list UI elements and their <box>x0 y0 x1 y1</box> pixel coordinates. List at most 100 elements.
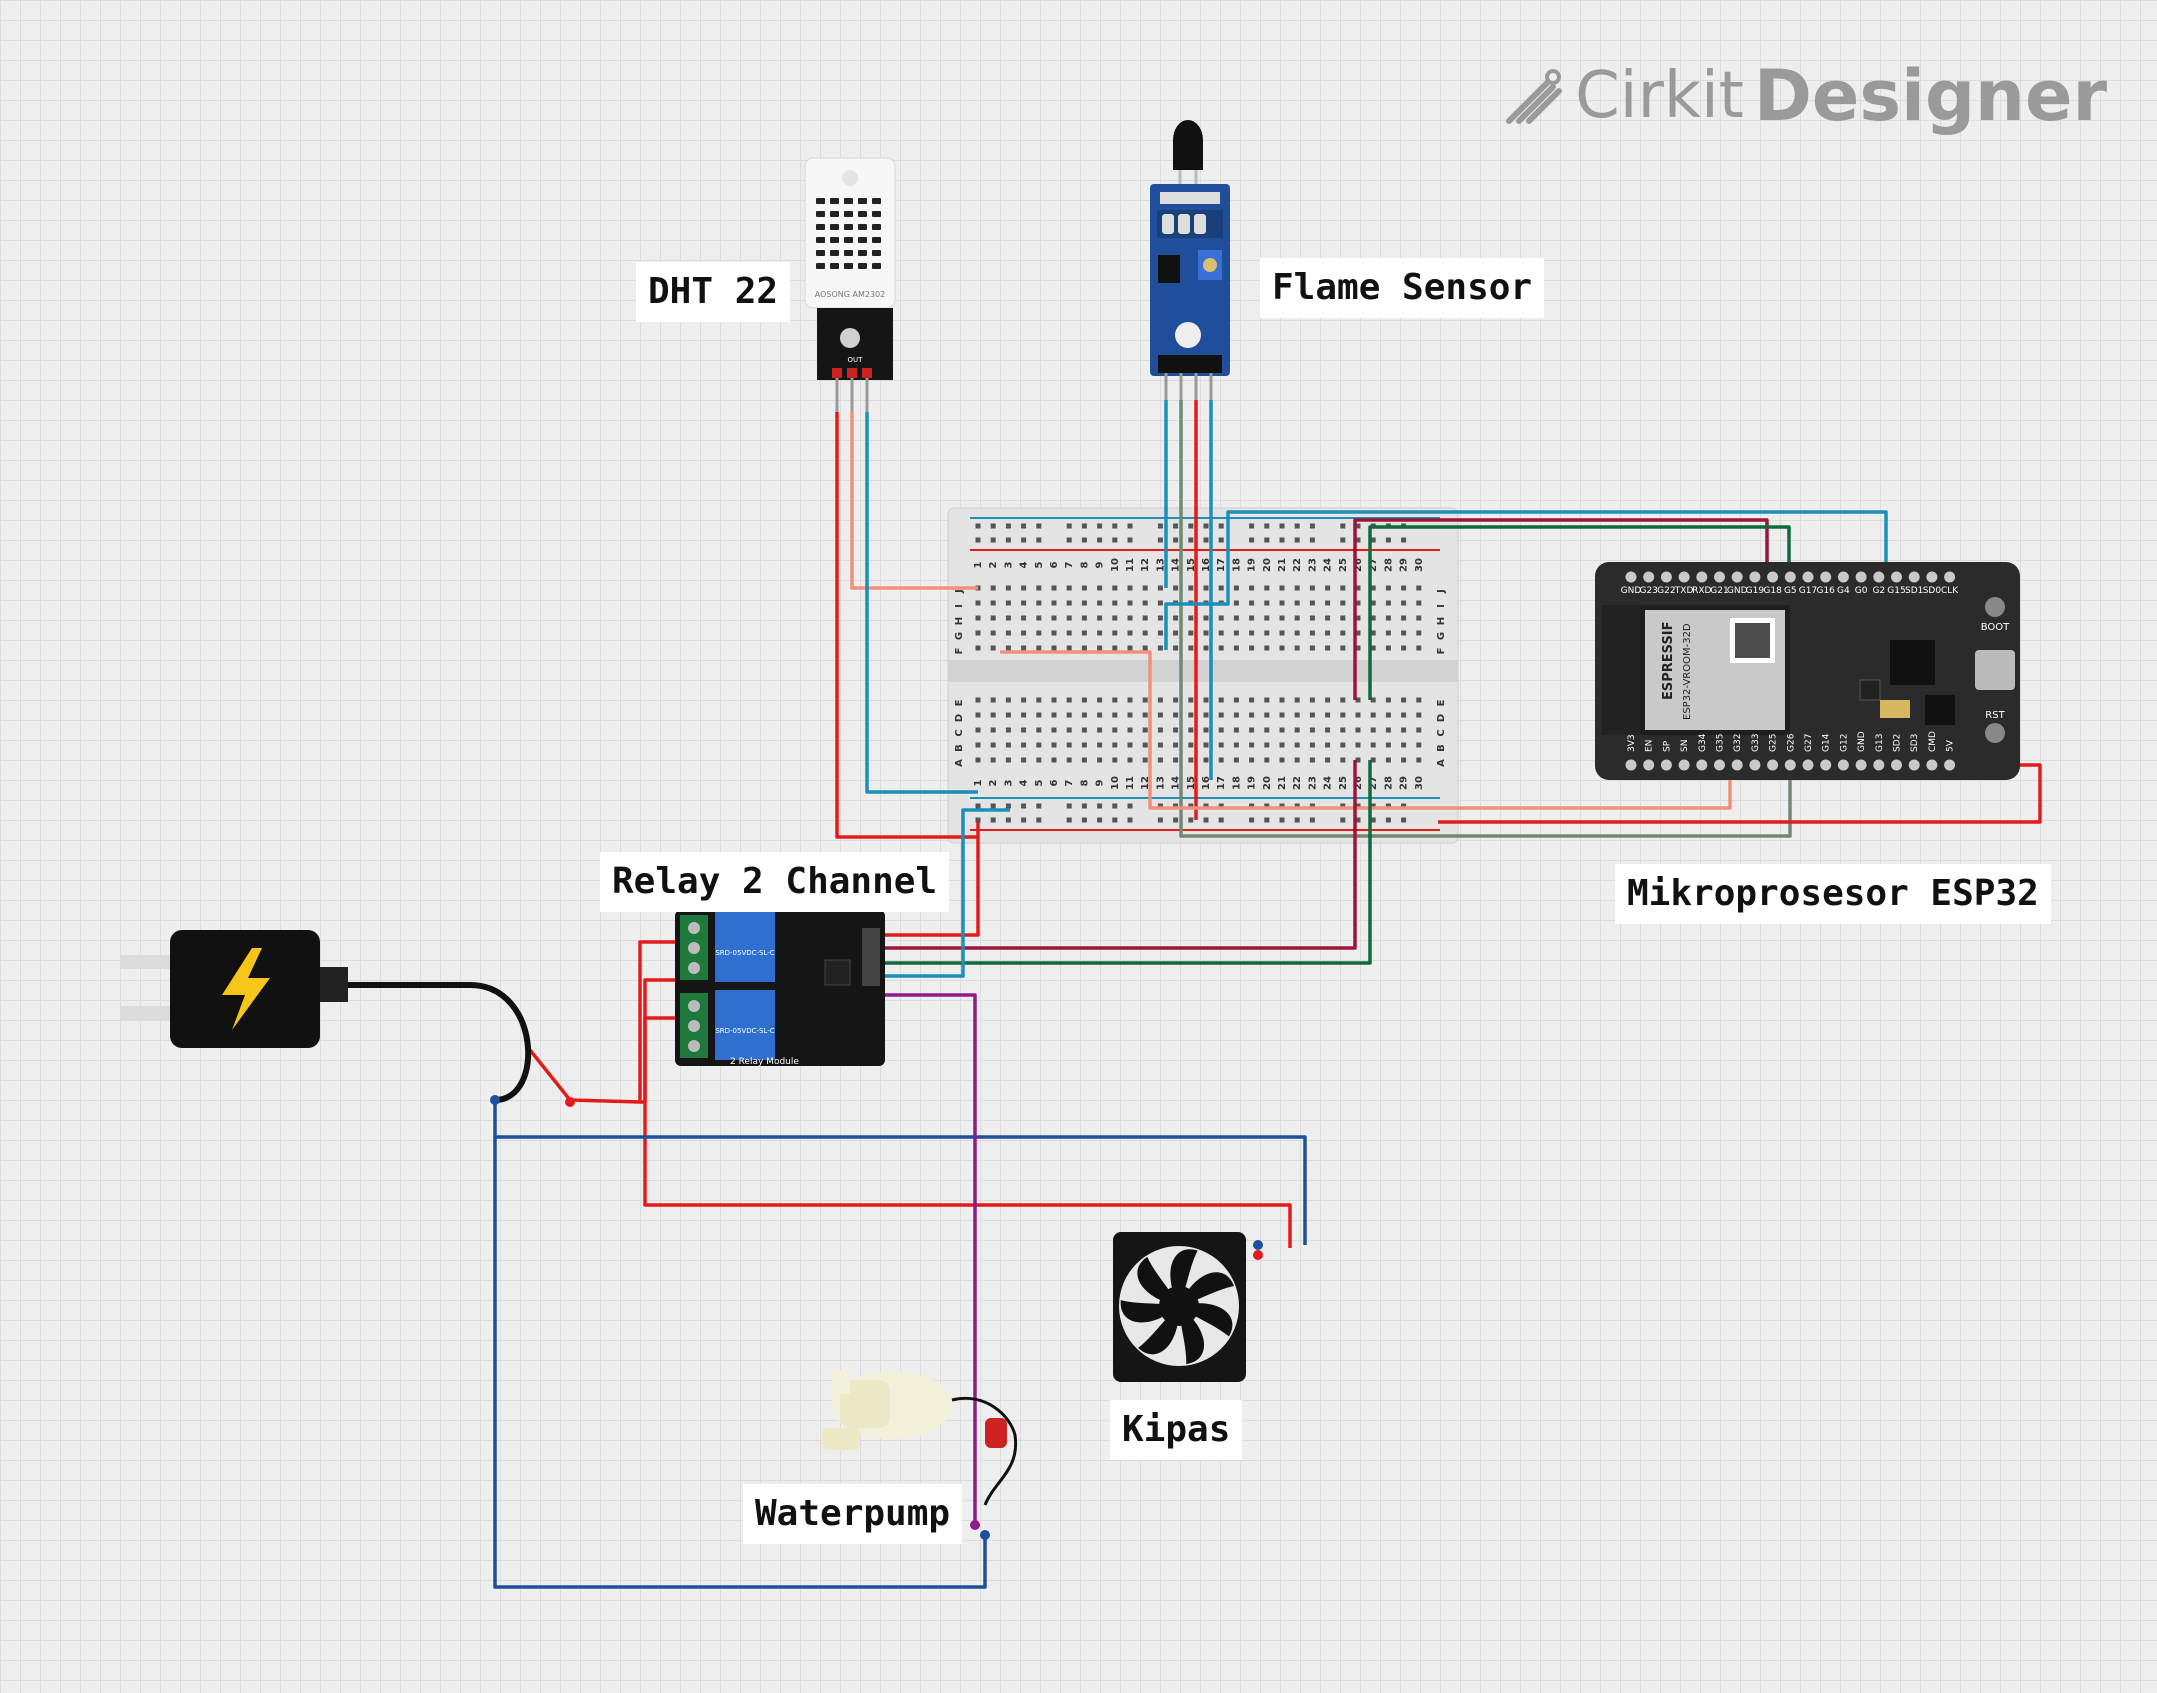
svg-text:19: 19 <box>1247 558 1258 572</box>
svg-text:G15: G15 <box>1887 586 1905 596</box>
svg-text:20: 20 <box>1262 776 1273 790</box>
svg-text:5: 5 <box>1034 779 1045 786</box>
svg-text:G21: G21 <box>1710 586 1728 596</box>
svg-text:1: 1 <box>973 779 984 786</box>
wire-flame-gnd <box>1179 400 1792 838</box>
wire-relay-in2 <box>862 760 1372 965</box>
svg-text:30: 30 <box>1414 776 1425 790</box>
svg-text:8: 8 <box>1079 779 1090 786</box>
svg-text:25: 25 <box>1338 776 1349 790</box>
svg-text:SP: SP <box>1662 740 1672 752</box>
svg-text:E: E <box>1436 699 1447 706</box>
svg-text:D: D <box>954 714 965 722</box>
svg-text:I: I <box>954 604 965 608</box>
svg-text:12: 12 <box>1140 776 1151 790</box>
svg-text:12: 12 <box>1140 558 1151 572</box>
wire-relay-in1 <box>862 760 1357 950</box>
svg-text:4: 4 <box>1019 779 1030 786</box>
svg-text:3: 3 <box>1003 561 1014 568</box>
label-relay: Relay 2 Channel <box>600 852 950 912</box>
svg-text:2 Relay Module: 2 Relay Module <box>730 1057 799 1067</box>
svg-text:J: J <box>1436 589 1447 594</box>
svg-text:17: 17 <box>1216 558 1227 572</box>
svg-text:CLK: CLK <box>1941 586 1959 596</box>
svg-text:G17: G17 <box>1799 586 1817 596</box>
svg-text:9: 9 <box>1095 561 1106 568</box>
svg-text:24: 24 <box>1323 558 1334 572</box>
svg-text:6: 6 <box>1049 561 1060 568</box>
svg-text:15: 15 <box>1186 776 1197 790</box>
svg-text:27: 27 <box>1368 558 1379 572</box>
power-plug[interactable] <box>120 930 348 1048</box>
svg-text:G: G <box>1436 632 1447 640</box>
svg-text:G13: G13 <box>1875 734 1885 752</box>
svg-text:23: 23 <box>1307 558 1318 572</box>
svg-text:AOSONG AM2302: AOSONG AM2302 <box>815 290 885 299</box>
breadboard[interactable]: 1122334455667788991010111112121313141415… <box>947 507 1459 844</box>
relay-module[interactable]: SRD-05VDC-SL-C SRD-05VDC-SL-C 2 Relay Mo… <box>675 910 885 1067</box>
fan[interactable] <box>1113 1232 1246 1382</box>
wire-relay-fan <box>643 1016 1292 1248</box>
svg-text:G: G <box>954 632 965 640</box>
svg-text:21: 21 <box>1277 558 1288 572</box>
svg-text:25: 25 <box>1338 558 1349 572</box>
label-flame-sensor: Flame Sensor <box>1260 258 1545 318</box>
svg-text:16: 16 <box>1201 558 1212 572</box>
svg-text:5: 5 <box>1034 561 1045 568</box>
esp32-board[interactable]: ESPRESSIF ESP32-VROOM-32D BOOT RST GNDG2… <box>1595 562 2020 780</box>
flame-sensor[interactable] <box>1150 120 1230 400</box>
svg-text:G12: G12 <box>1839 734 1849 752</box>
svg-text:11: 11 <box>1125 558 1136 572</box>
svg-text:22: 22 <box>1292 558 1303 572</box>
svg-text:CMD: CMD <box>1928 731 1938 752</box>
svg-text:EN: EN <box>1645 740 1655 752</box>
wire-relay-gnd <box>862 808 1010 978</box>
svg-text:G35: G35 <box>1716 734 1726 752</box>
wire-esp-g0 <box>1164 510 1888 650</box>
wire-relay-vcc <box>862 822 980 937</box>
svg-text:2: 2 <box>988 779 999 786</box>
svg-text:28: 28 <box>1383 558 1394 572</box>
svg-text:G25: G25 <box>1769 734 1779 752</box>
svg-text:H: H <box>1436 617 1447 625</box>
breadboard-column-numbers: 1122334455667788991010111112121313141415… <box>973 558 1425 790</box>
svg-text:26: 26 <box>1353 558 1364 572</box>
svg-text:28: 28 <box>1383 776 1394 790</box>
wire-esp-g19 <box>1353 518 1769 700</box>
svg-text:10: 10 <box>1110 558 1121 572</box>
svg-text:G27: G27 <box>1804 734 1814 752</box>
junction-dots <box>490 1095 1263 1540</box>
svg-text:14: 14 <box>1171 558 1182 572</box>
wire-dht-vcc <box>835 412 978 839</box>
svg-text:23: 23 <box>1307 776 1318 790</box>
svg-text:13: 13 <box>1155 558 1166 572</box>
cirkit-designer-logo: Cirkit Designer <box>1503 55 2107 137</box>
dht22-sensor[interactable]: AOSONG AM2302 OUT <box>804 157 896 412</box>
svg-text:11: 11 <box>1125 776 1136 790</box>
label-esp32: Mikroprosesor ESP32 <box>1615 864 2051 924</box>
svg-text:GND: GND <box>1857 731 1867 752</box>
svg-text:E: E <box>954 699 965 706</box>
power-cable <box>345 982 532 1103</box>
svg-text:B: B <box>1436 744 1447 752</box>
svg-text:2: 2 <box>988 561 999 568</box>
svg-text:G19: G19 <box>1746 586 1765 596</box>
wire-dht-data <box>850 412 978 590</box>
svg-text:22: 22 <box>1292 776 1303 790</box>
svg-text:SRD-05VDC-SL-C: SRD-05VDC-SL-C <box>715 949 774 957</box>
water-pump[interactable] <box>822 1370 1018 1506</box>
svg-text:H: H <box>954 617 965 625</box>
wire-pump-blue <box>493 1137 987 1589</box>
svg-text:G18: G18 <box>1763 586 1782 596</box>
wires <box>345 400 2042 1589</box>
svg-text:SD2: SD2 <box>1893 734 1903 752</box>
svg-text:27: 27 <box>1368 776 1379 790</box>
svg-text:13: 13 <box>1155 776 1166 790</box>
svg-text:14: 14 <box>1171 776 1182 790</box>
svg-text:5V: 5V <box>1946 739 1956 752</box>
svg-text:3: 3 <box>1003 779 1014 786</box>
svg-text:26: 26 <box>1353 776 1364 790</box>
svg-text:G2: G2 <box>1872 586 1885 596</box>
svg-text:3V3: 3V3 <box>1627 734 1637 752</box>
